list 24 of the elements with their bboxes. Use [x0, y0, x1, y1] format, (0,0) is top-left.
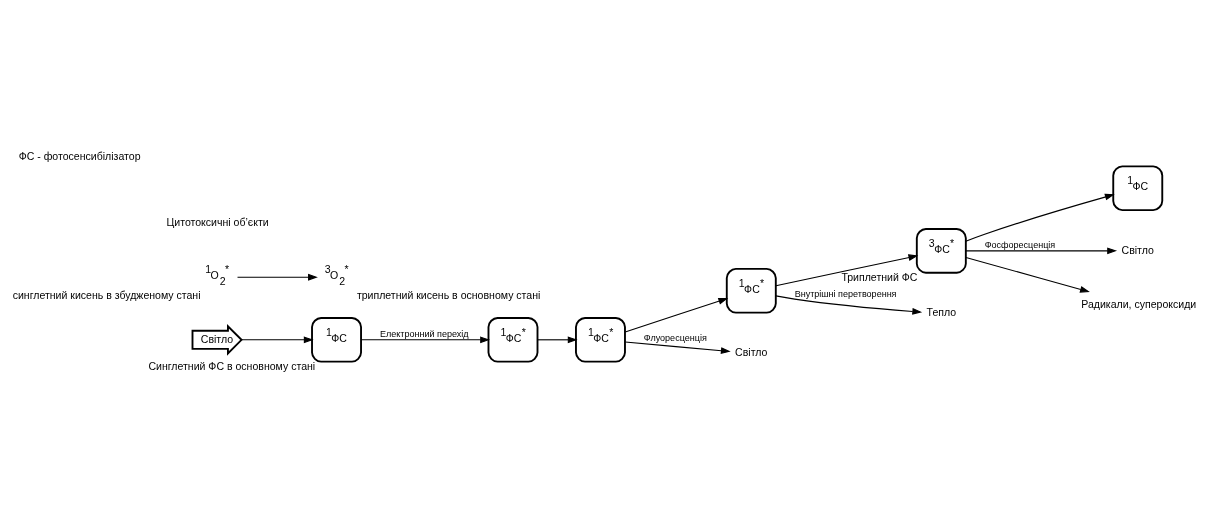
label: Цитотоксичні об’єкти [166, 215, 269, 228]
arrow [624, 297, 729, 332]
arrow [624, 340, 731, 354]
edge-label: Внутрішні перетворення [794, 288, 897, 299]
arrow [236, 273, 318, 281]
arrow [775, 294, 923, 315]
edge-label: Електронний перехід [379, 328, 469, 339]
arrow [241, 335, 314, 343]
node-label: синглетний кисень в збудженому стані [12, 288, 201, 301]
arrow [965, 193, 1115, 242]
arrow [965, 256, 1090, 293]
arrow [360, 335, 490, 343]
node-text: Радикали, супероксиди [1081, 297, 1197, 310]
edge-label: Флуоресценція [643, 332, 707, 343]
node-text: Світло [735, 345, 768, 358]
arrow [775, 253, 919, 286]
arrow [537, 335, 578, 343]
diagram-title: ФС - фотосенсибілізатор [18, 149, 141, 162]
arrow [965, 246, 1118, 254]
node-label: Триплетний ФС [841, 270, 918, 283]
node-label: триплетний кисень в основному стані [356, 288, 541, 301]
edge-label: Фосфоресценція [984, 239, 1056, 250]
node-text: Світло [1121, 243, 1154, 256]
node-text: Тепло [926, 305, 957, 318]
